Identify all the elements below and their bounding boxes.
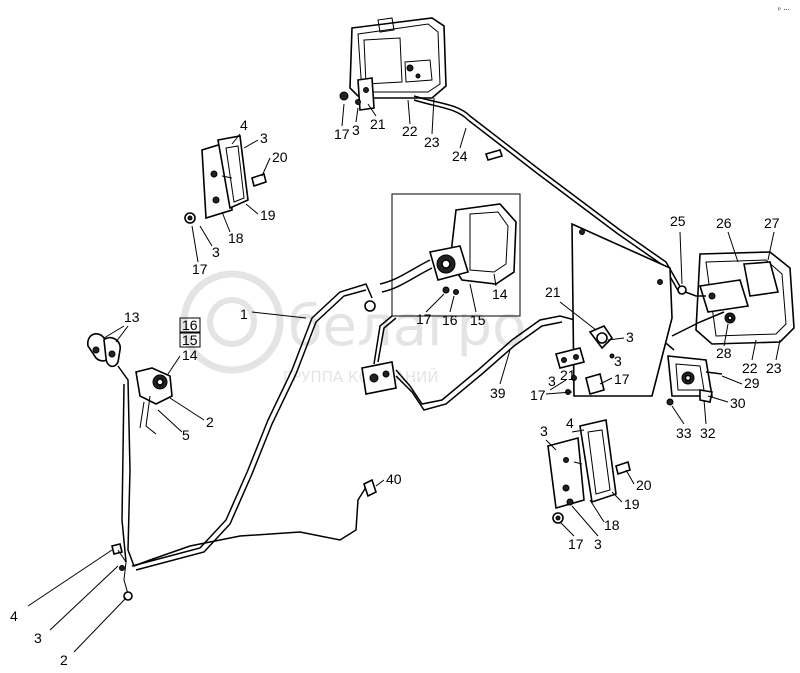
callout-23: 23 <box>424 134 440 150</box>
callout-21: 21 <box>560 367 576 383</box>
connector-40 <box>363 478 377 498</box>
callout-2: 2 <box>60 652 68 668</box>
callout-30: 30 <box>730 395 746 411</box>
callout-23: 23 <box>766 360 782 376</box>
callout-2: 2 <box>206 414 214 430</box>
callout-16: 16 <box>442 312 458 328</box>
callout-1: 1 <box>240 306 248 322</box>
callout-3: 3 <box>594 536 602 552</box>
watermark-brand: белагро <box>288 294 526 359</box>
callout-22: 22 <box>402 123 418 139</box>
callout-40: 40 <box>386 471 402 487</box>
wire-clip-24 <box>484 149 504 161</box>
callout-22: 22 <box>742 360 758 376</box>
callout-3: 3 <box>212 244 220 260</box>
callout-3: 3 <box>34 630 42 646</box>
callout-33: 33 <box>676 425 692 441</box>
callout-3: 3 <box>352 122 360 138</box>
callout-26: 26 <box>716 215 732 231</box>
callout-14: 14 <box>492 286 508 302</box>
harness-connector-1 <box>364 300 376 312</box>
junction-block-center <box>361 315 397 395</box>
callout-25: 25 <box>670 213 686 229</box>
callout-14: 14 <box>182 347 198 363</box>
callout-32: 32 <box>700 425 716 441</box>
wire-right-lamp <box>671 311 725 337</box>
callout-21: 21 <box>370 116 386 132</box>
callout-13: 13 <box>124 309 140 325</box>
callout-3: 3 <box>548 373 556 389</box>
right-mounting-plate <box>555 222 673 397</box>
callout-15: 15 <box>182 332 198 348</box>
wire-24 <box>413 95 683 291</box>
callout-18: 18 <box>604 517 620 533</box>
harness-1 <box>117 365 369 567</box>
callout-20: 20 <box>272 149 288 165</box>
callout-21: 21 <box>545 284 561 300</box>
callout-27: 27 <box>764 215 780 231</box>
callout-17: 17 <box>530 387 546 403</box>
callout-3: 3 <box>260 130 268 146</box>
callout-4: 4 <box>10 608 18 624</box>
callout-3: 3 <box>614 353 622 369</box>
callout-19: 19 <box>260 207 276 223</box>
callout-17: 17 <box>568 536 584 552</box>
watermark: белагро ГРУППА КОМПАНИЙ <box>180 270 526 386</box>
callout-5: 5 <box>182 427 190 443</box>
callout-4: 4 <box>566 415 574 431</box>
rear-lamp-right <box>677 251 795 345</box>
callout-28: 28 <box>716 345 732 361</box>
corner-mark: ᵖ ··· <box>778 6 790 14</box>
right-switch-block <box>666 355 723 406</box>
callout-29: 29 <box>744 375 760 391</box>
callout-4: 4 <box>240 117 248 133</box>
rear-lamp-top <box>349 17 447 99</box>
callout-3: 3 <box>626 329 634 345</box>
left-mount-bracket <box>184 135 267 224</box>
callout-3: 3 <box>540 423 548 439</box>
callout-17: 17 <box>334 126 350 142</box>
callout-17: 17 <box>192 261 208 277</box>
watermark-tagline: ГРУППА КОМПАНИЙ <box>283 367 439 386</box>
lamp-bracket-top <box>339 77 375 111</box>
callout-15: 15 <box>470 312 486 328</box>
right-mount-bracket <box>547 419 631 524</box>
left-lamp-assembly <box>87 333 173 435</box>
callout-16: 16 <box>182 317 198 333</box>
callout-39: 39 <box>490 385 506 401</box>
callout-20: 20 <box>636 477 652 493</box>
callout-24: 24 <box>452 148 468 164</box>
connector-detail-inset <box>379 193 521 317</box>
callout-17: 17 <box>614 371 630 387</box>
callout-18: 18 <box>228 230 244 246</box>
callout-17: 17 <box>416 311 432 327</box>
callout-19: 19 <box>624 496 640 512</box>
callout-stack-16-15-14: 16 15 14 <box>167 317 201 375</box>
